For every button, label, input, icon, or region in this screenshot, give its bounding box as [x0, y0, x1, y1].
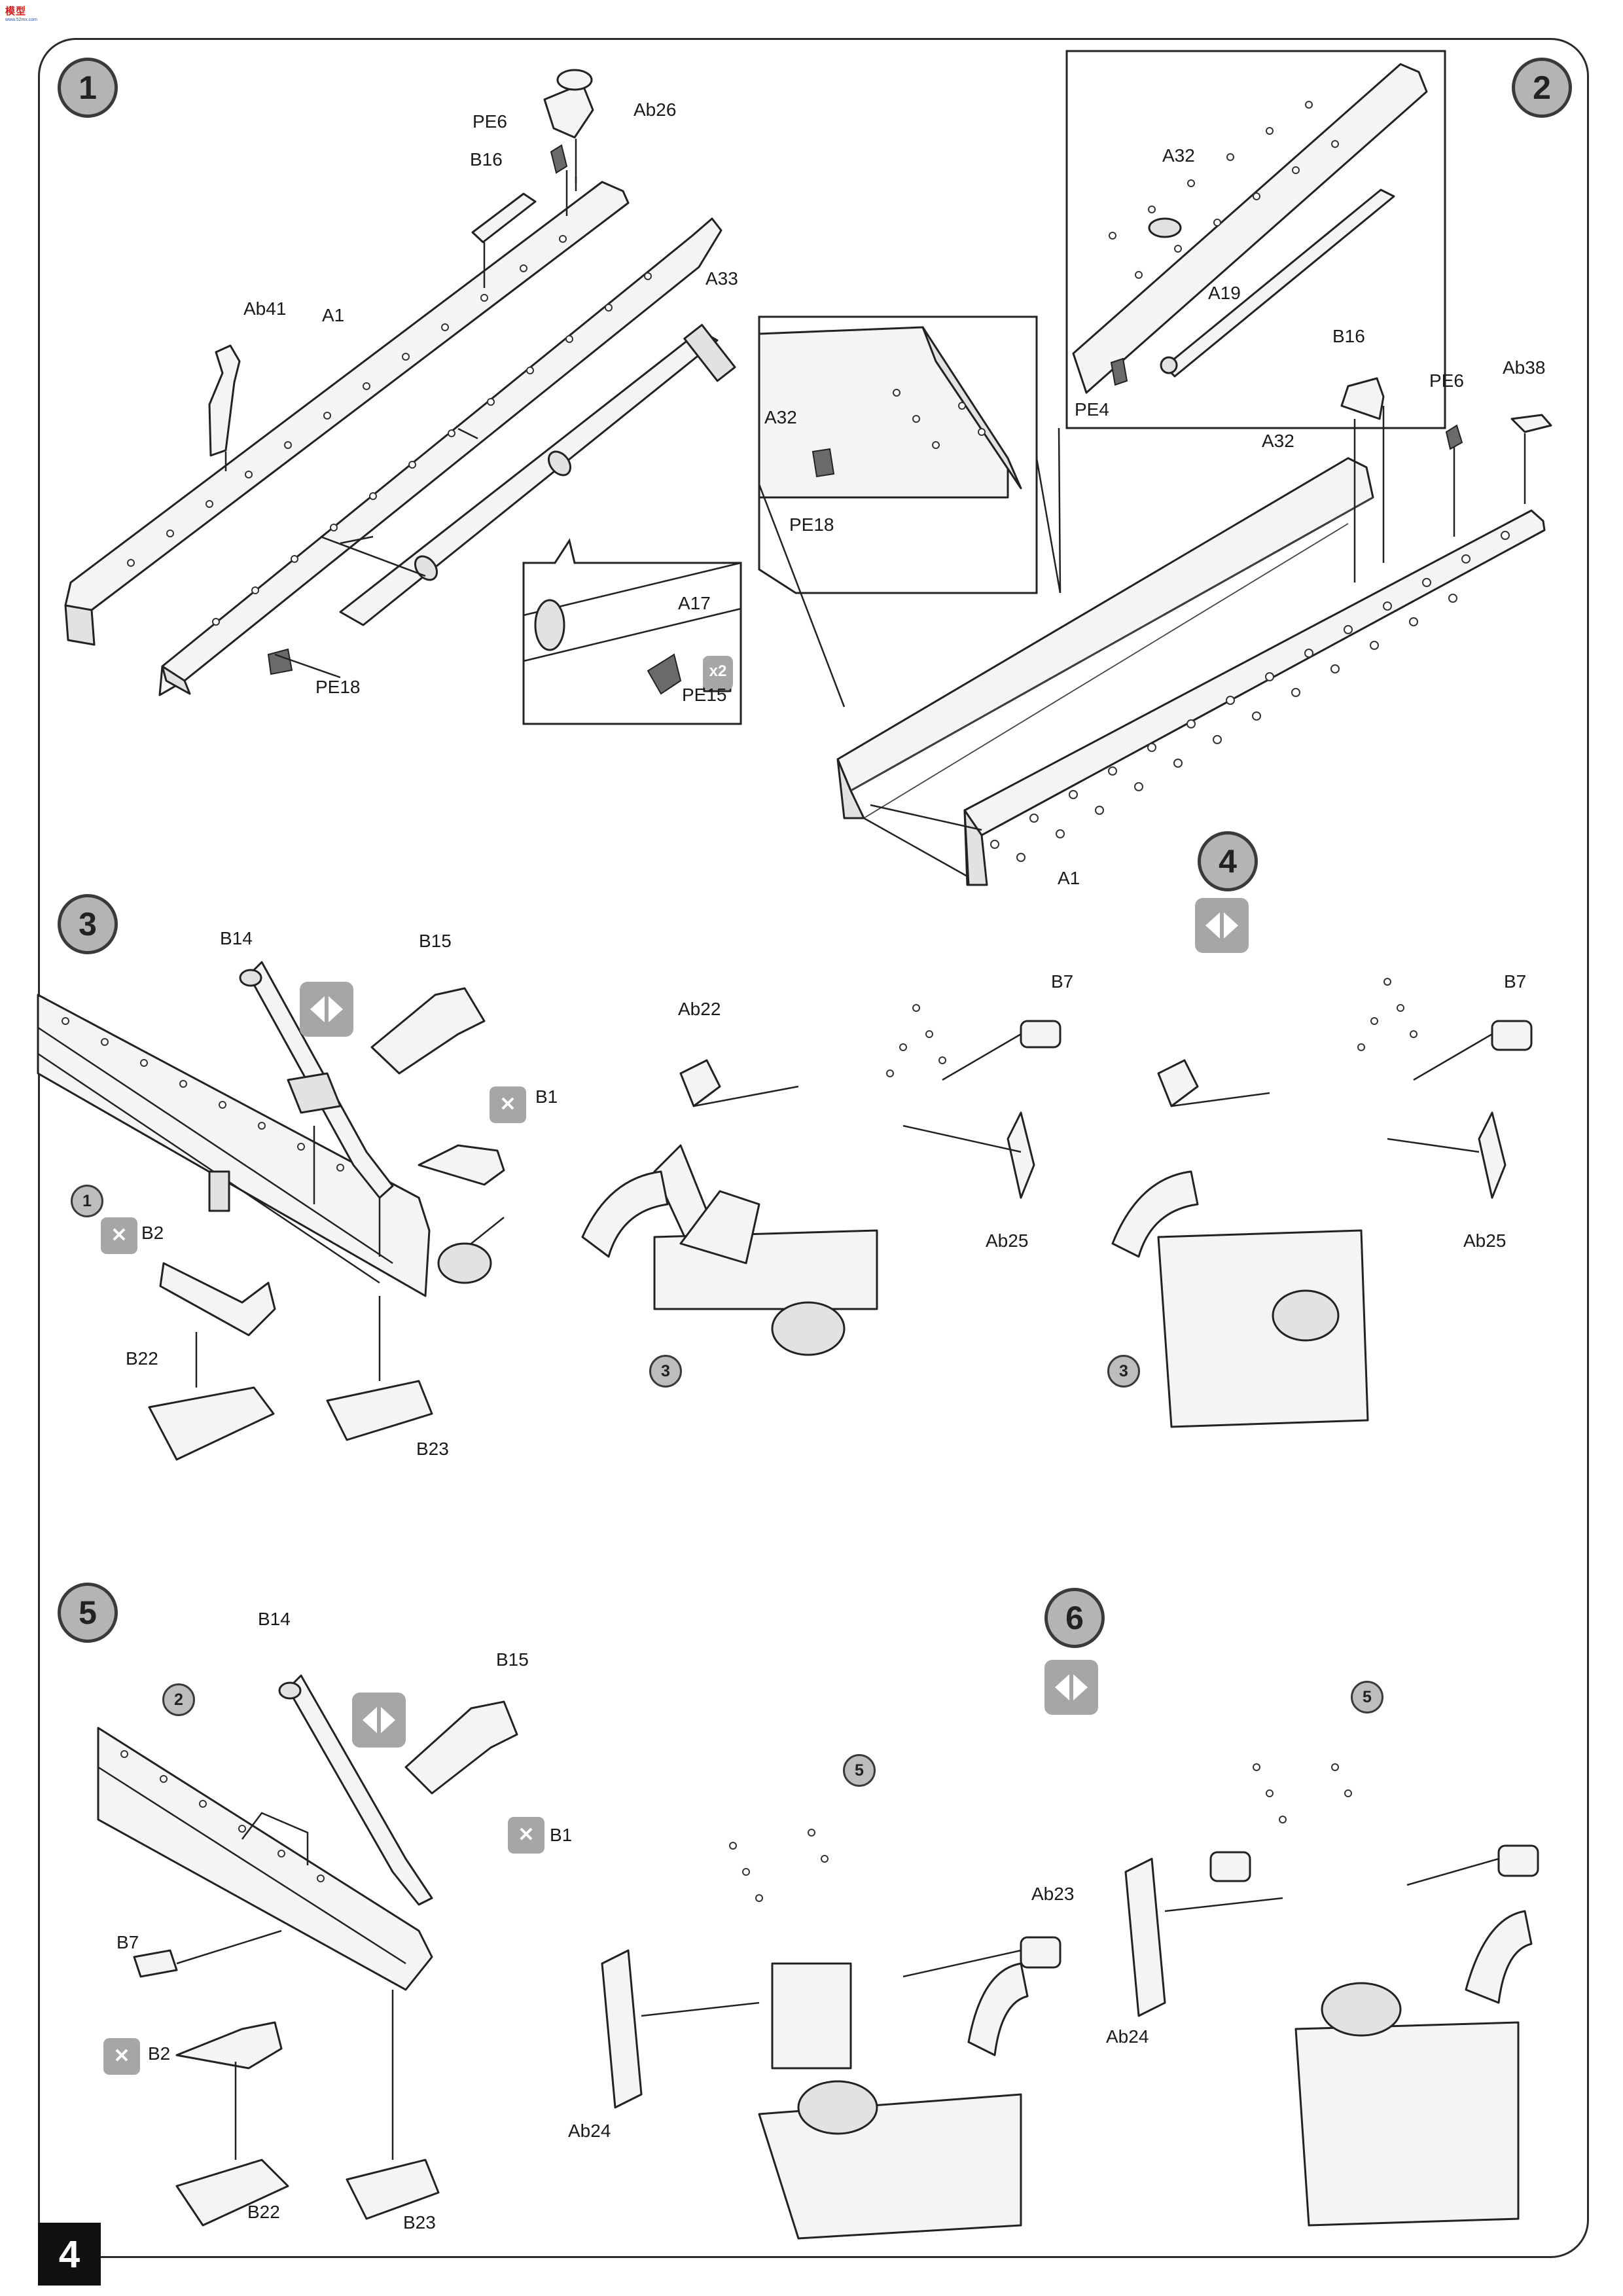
part-label: A17 [678, 593, 711, 613]
times-two-icon: x2 [703, 656, 733, 690]
subassembly-ref-5b: 5 [1351, 1681, 1383, 1713]
part-label: A19 [1208, 283, 1241, 303]
step-number-6: 6 [1044, 1588, 1105, 1648]
part-label: A32 [1162, 145, 1195, 166]
step-number-5: 5 [58, 1583, 118, 1643]
optional-parts-icon [1195, 898, 1249, 953]
part-label: B15 [419, 931, 452, 951]
part-label: Ab24 [568, 2121, 611, 2141]
step-number-2: 2 [1512, 58, 1572, 118]
part-label: Ab26 [633, 99, 677, 120]
part-label: A32 [1262, 431, 1294, 451]
part-label: A1 [1058, 868, 1080, 888]
subassembly-ref-1: 1 [71, 1185, 103, 1217]
part-label: B7 [1051, 971, 1074, 992]
step-number-1: 1 [58, 58, 118, 118]
remove-part-icon: ✕ [103, 2038, 140, 2075]
part-label: A33 [705, 268, 738, 289]
part-label: Ab24 [1106, 2026, 1149, 2047]
step-number-4: 4 [1198, 831, 1258, 891]
brand-url: www.52mx.com [5, 18, 38, 22]
subassembly-ref-3: 3 [649, 1355, 682, 1388]
part-label: Ab41 [243, 298, 287, 319]
part-label: Ab25 [1463, 1230, 1507, 1251]
part-label: PE18 [315, 677, 361, 697]
part-label: B22 [126, 1348, 158, 1369]
page-number: 4 [38, 2223, 101, 2286]
page-frame [38, 38, 1589, 2258]
remove-part-icon: ✕ [101, 1217, 137, 1254]
brand-mark: 模型 [5, 5, 27, 17]
part-label: B15 [496, 1649, 529, 1670]
part-label: B7 [116, 1932, 139, 1952]
part-label: A32 [764, 407, 797, 427]
part-label: B14 [258, 1609, 291, 1629]
optional-parts-icon [300, 982, 353, 1037]
step-2-art [758, 50, 1552, 886]
step-4-art [581, 978, 1533, 1428]
part-label: B23 [403, 2212, 436, 2233]
part-label: B16 [470, 149, 503, 170]
remove-part-icon: ✕ [508, 1817, 544, 1854]
step-3-art [37, 961, 505, 1461]
optional-parts-icon [1044, 1660, 1098, 1715]
part-label: PE4 [1075, 399, 1109, 420]
part-label: PE6 [1429, 370, 1464, 391]
step-1-art [64, 69, 742, 725]
part-label: A1 [322, 305, 345, 325]
brand-logo: 模型 www.52mx.com [5, 4, 46, 26]
part-label: B1 [550, 1825, 573, 1845]
part-label: PE18 [789, 514, 834, 535]
part-label: Ab25 [986, 1230, 1029, 1251]
subassembly-ref-5: 5 [843, 1754, 876, 1787]
optional-parts-icon [352, 1693, 406, 1748]
step-5-art [97, 1674, 518, 2227]
part-label: B1 [535, 1086, 558, 1107]
part-label: B14 [220, 928, 253, 948]
part-label: Ab38 [1503, 357, 1546, 378]
part-label: B16 [1332, 326, 1365, 346]
part-label: PE6 [473, 111, 507, 132]
subassembly-ref-2: 2 [162, 1683, 195, 1716]
subassembly-ref-3b: 3 [1107, 1355, 1140, 1388]
part-label: PE15 [682, 685, 727, 705]
part-label: Ab23 [1031, 1884, 1075, 1904]
part-label: B7 [1504, 971, 1527, 992]
part-label: B22 [247, 2202, 280, 2222]
part-label: B23 [416, 1439, 449, 1459]
step-number-3: 3 [58, 894, 118, 954]
remove-part-icon: ✕ [490, 1086, 526, 1123]
part-label: B2 [148, 2043, 171, 2064]
part-label: Ab22 [678, 999, 721, 1019]
step-6-art [601, 1763, 1539, 2240]
part-label: B2 [141, 1223, 164, 1243]
